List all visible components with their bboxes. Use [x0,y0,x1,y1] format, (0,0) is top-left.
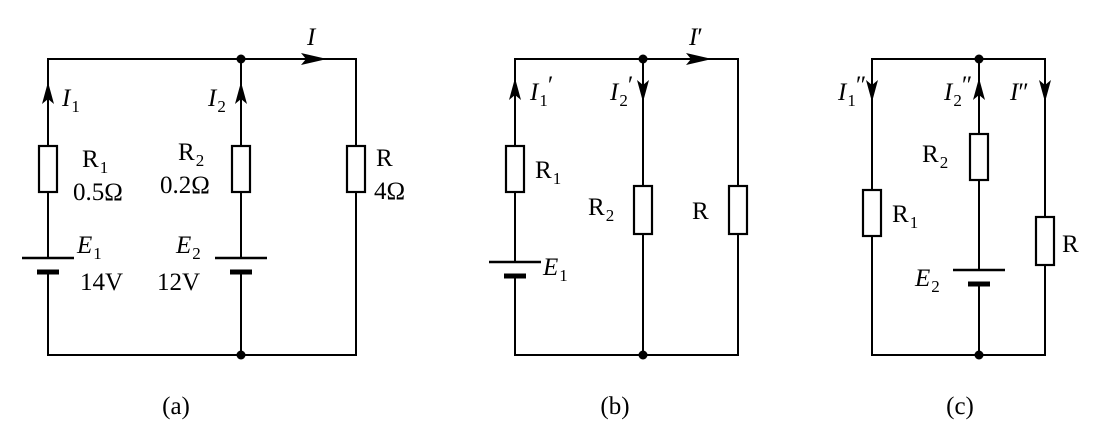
label-ir-c: I″ [1009,79,1029,106]
label-r2-b: R2 [588,194,614,225]
label-i-a: I [306,24,317,51]
resistor-r1-b [504,144,526,194]
node-bottom-b [638,350,648,360]
node-bottom-a [236,350,246,360]
node-top-b [638,54,648,64]
resistor-r2-c [968,132,990,182]
value-e2-a: 12V [157,269,200,296]
circuit-c: I1″ I2″ I″ R1 R2 R E2 (c) [837,54,1079,420]
label-e1-a: E1 [76,232,102,263]
node-bottom-c [974,350,984,360]
caption-c: (c) [946,393,974,420]
arrow-i-a [301,53,327,65]
label-r-b: R [692,198,709,225]
resistor-r-b [727,184,749,236]
caption-b: (b) [600,393,629,420]
arrow-i1-b [509,78,521,100]
battery-e1-a [22,256,74,275]
arrow-i2-c [973,78,985,100]
label-i1-a: I1 [61,85,80,116]
value-r2-a: 0.2Ω [160,172,210,199]
arrow-i1-a [42,82,54,104]
label-i-b: I′ [688,24,703,51]
label-r2-a: R2 [178,139,204,170]
label-i2-a: I2 [207,85,226,116]
arrow-i-b [686,53,712,65]
label-r1-a: R1 [82,146,108,177]
arrow-i2-b [637,80,649,102]
label-i1-c: I1″ [837,72,866,110]
battery-e1-b [489,260,541,279]
resistor-r1-c [861,188,883,238]
label-i2-b: I2′ [609,72,633,110]
arrow-i2-a [235,82,247,104]
label-r2-c: R2 [922,141,948,172]
resistor-r1-a [37,144,59,194]
resistor-r2-b [632,184,654,236]
battery-e2-a [215,256,267,275]
resistor-r-a [345,144,367,194]
value-r-a: 4Ω [374,178,405,205]
circuit-b: I′ I1′ I2′ R1 R2 R E1 (b) [489,24,749,420]
label-e1-b: E1 [542,254,568,285]
label-r-a: R [376,145,393,172]
label-e2-a: E2 [175,232,201,263]
node-top-a [236,54,246,64]
label-i1-b: I1′ [529,72,553,110]
resistor-r2-a [230,144,252,194]
node-top-c [974,54,984,64]
caption-a: (a) [162,393,190,420]
circuit-b-wires [514,58,739,356]
arrow-i1-c [866,80,878,102]
circuit-a-wires [47,58,357,356]
label-e2-c: E2 [914,265,940,296]
value-r1-a: 0.5Ω [73,179,123,206]
label-i2-c: I2″ [943,72,972,110]
circuit-a: I I1 I2 R1 0.5Ω R2 0.2Ω R 4Ω E1 14V E2 1… [22,24,405,420]
label-r-c: R [1062,231,1079,258]
label-r1-c: R1 [892,201,918,232]
battery-e2-c [953,268,1005,287]
resistor-r-c [1034,215,1056,267]
arrow-ir-c [1039,80,1051,102]
value-e1-a: 14V [80,269,123,296]
label-r1-b: R1 [535,157,561,188]
